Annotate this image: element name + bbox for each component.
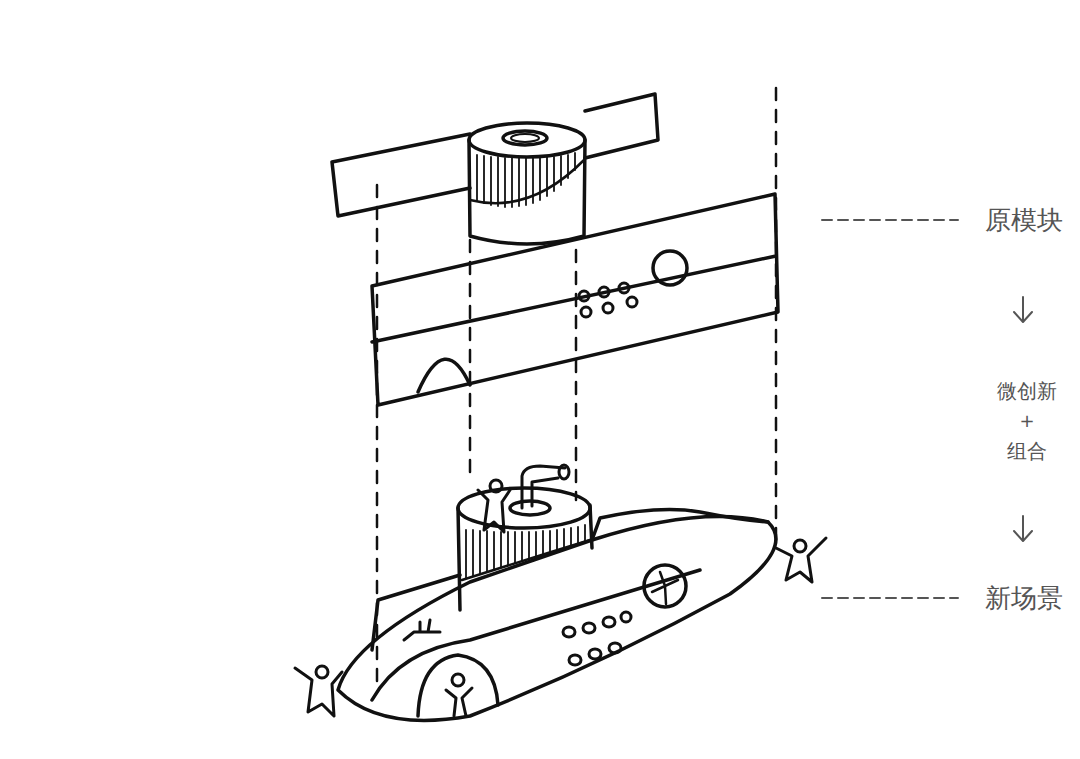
flow-annotations (822, 220, 1032, 598)
process-label: 微创新 (997, 380, 1057, 402)
plus-sign: + (1019, 411, 1034, 431)
submarine (338, 465, 776, 720)
cylinder-module (469, 123, 585, 244)
process-label: 组合 (1007, 440, 1047, 462)
people-figures (295, 480, 826, 716)
upper-plank (332, 94, 658, 216)
stage-label: 新场景 (985, 584, 1063, 613)
hull-module (372, 194, 778, 405)
stage-label: 原模块 (985, 206, 1063, 235)
